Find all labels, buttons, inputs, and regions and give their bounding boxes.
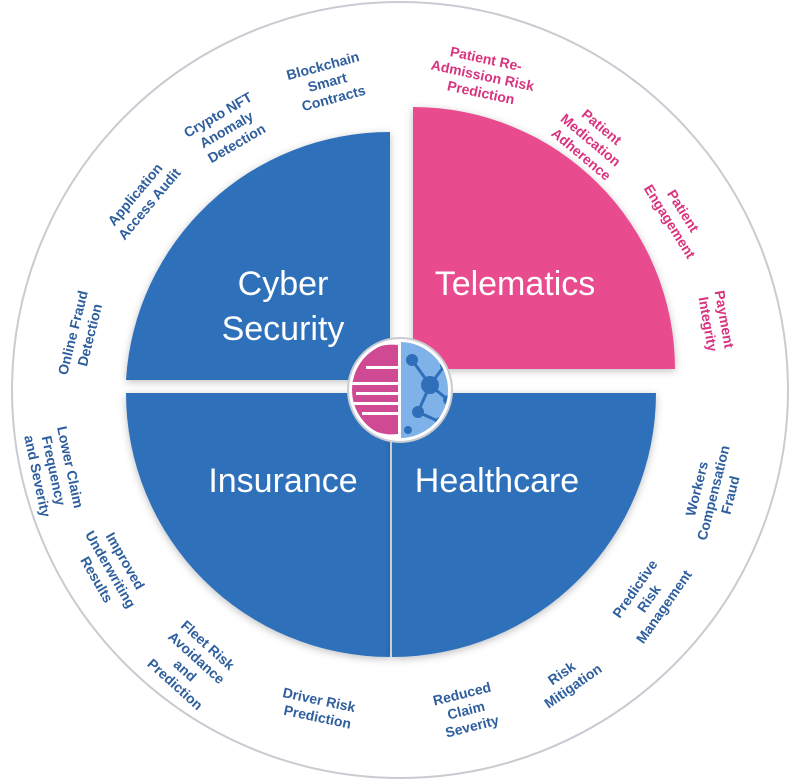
brain-network-icon — [347, 337, 453, 443]
quadrant-healthcare — [392, 393, 656, 657]
quadrant-title-cyber-security: Cyber — [238, 265, 329, 303]
quadrant-title-healthcare: Healthcare — [415, 462, 579, 500]
quadrant-cyber-security — [126, 131, 390, 380]
quadrant-insurance — [126, 393, 390, 657]
quadrant-telematics — [413, 107, 675, 369]
quadrant-title-cyber-security-line2: Security — [222, 310, 345, 348]
quadrant-title-telematics: Telematics — [435, 265, 596, 303]
quadrant-title-insurance: Insurance — [208, 462, 357, 500]
